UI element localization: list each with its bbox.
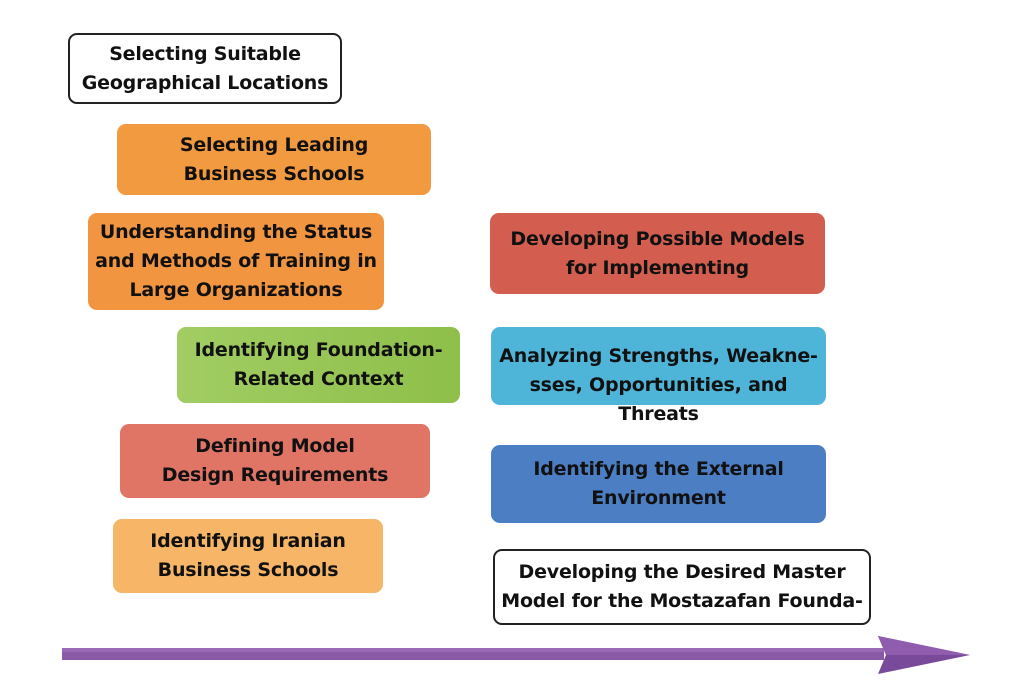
step-label: Understanding the Status and Methods of …: [95, 221, 377, 301]
step-box-master-model: Developing the Desired Master Model for …: [493, 549, 871, 625]
step-box-swot-analysis: Analyzing Strengths, Weakne- sses, Oppor…: [491, 327, 826, 425]
step-label: Developing Possible Models for Implement…: [510, 227, 805, 279]
step-box-design-requirements: Defining Model Design Requirements: [120, 424, 430, 498]
step-box-geographical-locations: Selecting Suitable Geographical Location…: [68, 33, 342, 104]
step-label: Selecting Suitable Geographical Location…: [81, 42, 329, 94]
step-box-training-status: Understanding the Status and Methods of …: [88, 213, 384, 310]
step-box-iranian-business-schools: Identifying Iranian Business Schools: [113, 519, 383, 593]
step-label: Identifying the External Environment: [533, 458, 784, 509]
step-box-foundation-context: Identifying Foundation- Related Context: [177, 327, 460, 403]
arrow-head-highlight: [878, 636, 970, 655]
step-label: Identifying Foundation- Related Context: [194, 339, 443, 390]
step-box-possible-models: Developing Possible Models for Implement…: [490, 213, 825, 294]
step-label: Selecting Leading Business Schools: [179, 133, 369, 185]
step-box-external-environment: Identifying the External Environment: [491, 445, 826, 523]
step-box-leading-business-schools: Selecting Leading Business Schools: [117, 124, 431, 195]
step-label: Developing the Desired Master Model for …: [501, 561, 863, 612]
arrow-shaft-highlight: [62, 648, 884, 652]
step-label: Identifying Iranian Business Schools: [150, 530, 346, 581]
step-label: Analyzing Strengths, Weakne- sses, Oppor…: [499, 345, 818, 425]
step-label: Defining Model Design Requirements: [161, 435, 389, 486]
